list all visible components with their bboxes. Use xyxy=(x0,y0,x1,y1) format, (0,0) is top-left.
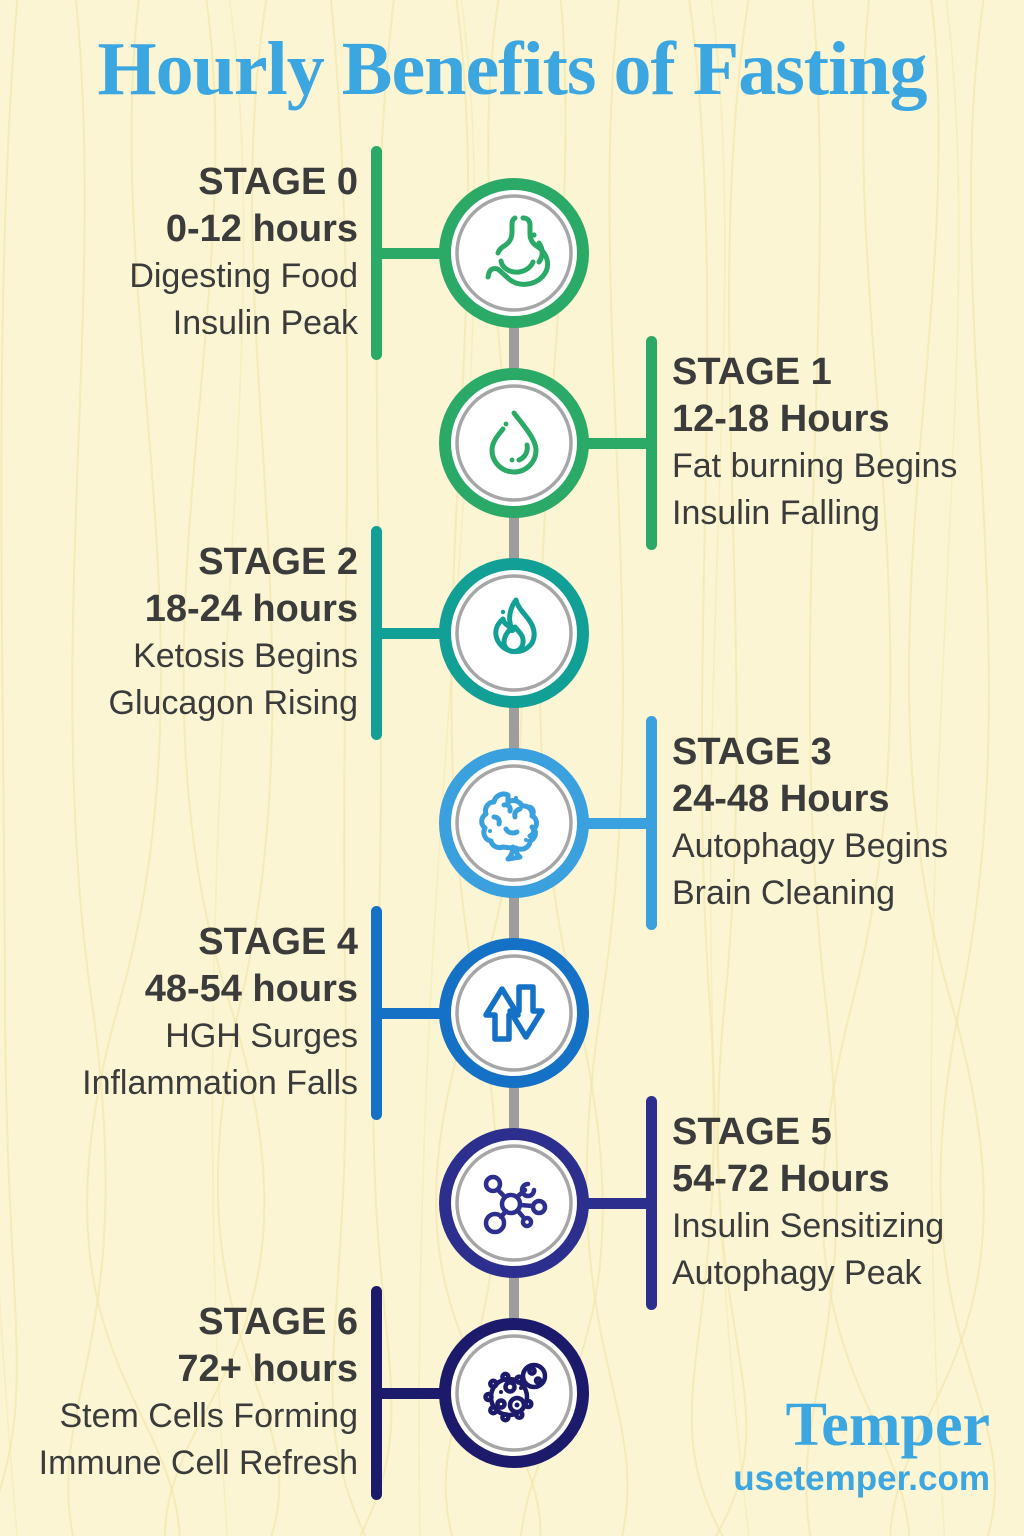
stage-benefit: Autophagy Peak xyxy=(672,1254,922,1292)
stage-benefit: Digesting Food xyxy=(129,257,358,295)
stage-benefit: Ketosis Begins xyxy=(133,637,358,675)
stage-benefit: Fat burning Begins xyxy=(672,447,958,485)
stage-hours: 54-72 Hours xyxy=(672,1158,890,1200)
stage-connector-bar xyxy=(646,336,657,550)
stage-benefit: Immune Cell Refresh xyxy=(38,1444,358,1482)
stage-label: STAGE 4 xyxy=(198,921,358,963)
stage-connector-line xyxy=(376,1387,448,1399)
stage-benefit: Glucagon Rising xyxy=(108,684,358,722)
stage-hours: 48-54 hours xyxy=(144,968,358,1010)
stage-connector-bar xyxy=(371,906,382,1120)
stage-icon-circle xyxy=(439,1128,589,1278)
stomach-icon xyxy=(485,215,551,287)
stage-icon-circle xyxy=(439,938,589,1088)
stage-connector-line xyxy=(580,817,652,829)
stage-hours: 0-12 hours xyxy=(165,208,358,250)
stage-connector-bar xyxy=(646,1096,657,1310)
stage-hours: 72+ hours xyxy=(177,1348,358,1390)
water-drop-icon xyxy=(489,410,539,475)
stage-connector-bar xyxy=(371,146,382,360)
brand-website: usetemper.com xyxy=(733,1459,990,1498)
stage-label: STAGE 0 xyxy=(198,161,358,203)
stage-connector-line xyxy=(580,1197,652,1209)
brain-icon xyxy=(479,791,539,862)
stage-benefit: Insulin Sensitizing xyxy=(672,1207,945,1245)
footer: Temper usetemper.com xyxy=(733,1394,990,1498)
stage-hours: 18-24 hours xyxy=(144,588,358,630)
stage-connector-bar xyxy=(371,526,382,740)
stage-connector-bar xyxy=(646,716,657,930)
stage-connector-line xyxy=(580,437,652,449)
stage-label: STAGE 6 xyxy=(198,1301,358,1343)
stage-icon-circle xyxy=(439,368,589,518)
stage-icon-circle xyxy=(439,178,589,328)
stage-icon-circle xyxy=(439,1318,589,1468)
stage-benefit: Inflammation Falls xyxy=(82,1064,358,1102)
stage-benefit: Brain Cleaning xyxy=(672,874,896,912)
stage-benefit: HGH Surges xyxy=(165,1017,358,1055)
flame-icon xyxy=(493,597,537,655)
stage-connector-line xyxy=(376,627,448,639)
stage-benefit: Autophagy Begins xyxy=(672,827,948,865)
stage-label: STAGE 2 xyxy=(198,541,358,583)
stage-icon-circle xyxy=(439,558,589,708)
molecule-icon xyxy=(483,1174,548,1235)
stage-label: STAGE 3 xyxy=(672,731,832,773)
stage-benefit: Insulin Falling xyxy=(672,494,880,532)
stage-label: STAGE 5 xyxy=(672,1111,832,1153)
page-title: Hourly Benefits of Fasting xyxy=(97,27,928,111)
arrows-up-down-icon xyxy=(483,984,545,1042)
stage-connector-bar xyxy=(371,1286,382,1500)
stem-cell-icon xyxy=(483,1362,548,1423)
stage-connector-line xyxy=(376,247,448,259)
stage-connector-line xyxy=(376,1007,448,1019)
stage-label: STAGE 1 xyxy=(672,351,832,393)
stage-hours: 24-48 Hours xyxy=(672,778,890,820)
stage-benefit: Insulin Peak xyxy=(172,304,358,342)
stage-benefit: Stem Cells Forming xyxy=(59,1397,358,1435)
stage-icon-circle xyxy=(439,748,589,898)
brand-logo: Temper xyxy=(785,1391,990,1459)
stage-hours: 12-18 Hours xyxy=(672,398,890,440)
